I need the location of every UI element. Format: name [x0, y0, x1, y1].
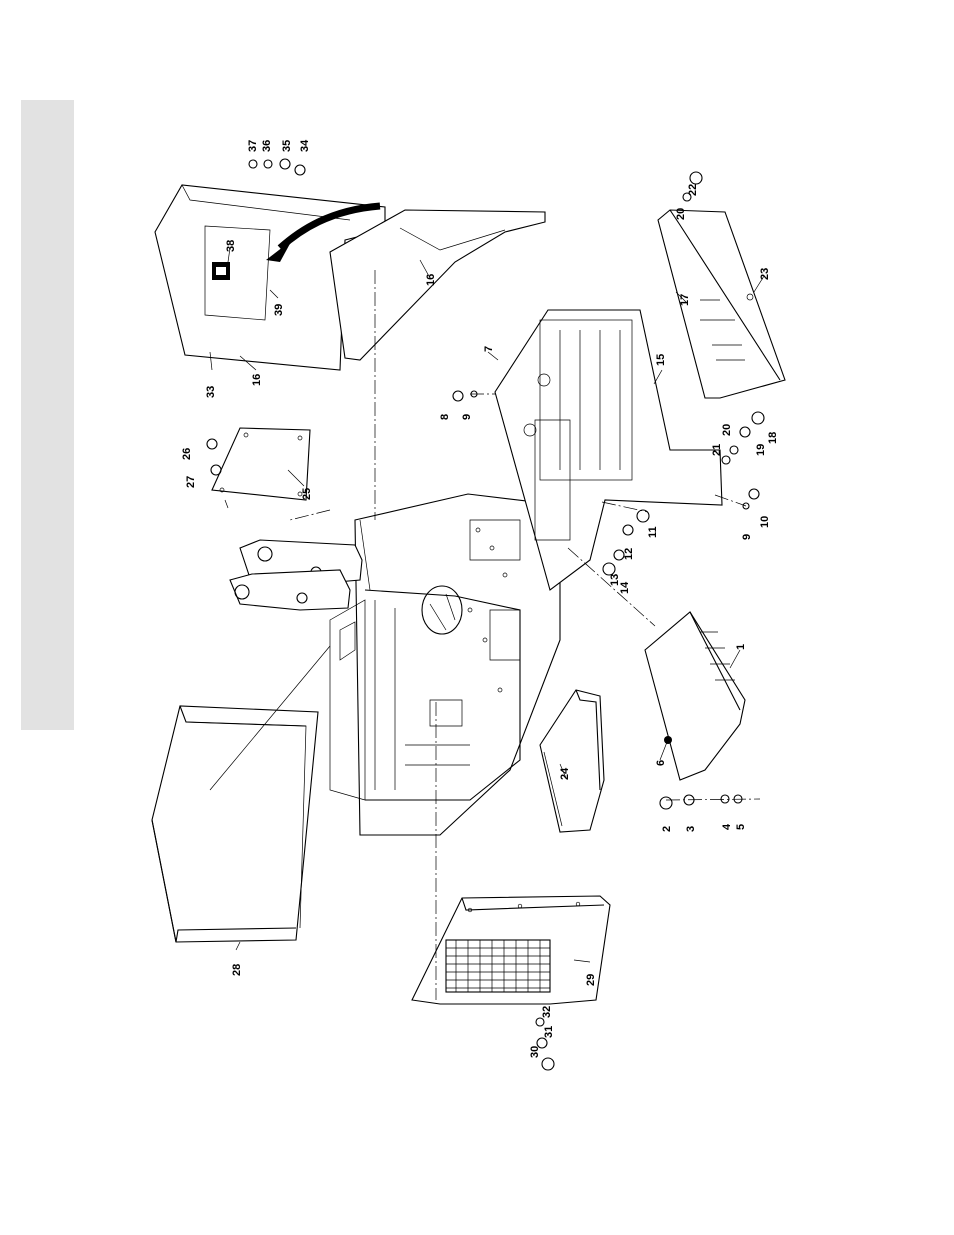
callout-25: 25	[301, 488, 313, 500]
callout-39: 39	[273, 304, 285, 316]
callout-2: 2	[661, 826, 673, 832]
callout-17: 17	[679, 294, 691, 306]
callout-35: 35	[281, 140, 293, 152]
callout-21: 21	[711, 444, 723, 456]
callout-27: 27	[185, 476, 197, 488]
part-17-side-box	[658, 210, 785, 398]
callout-33: 33	[205, 386, 217, 398]
callout-12: 12	[623, 548, 635, 560]
callout-32: 32	[541, 1006, 553, 1018]
lift-arms	[230, 540, 362, 610]
callout-20b: 20	[675, 208, 687, 220]
callout-8: 8	[439, 414, 451, 420]
callout-9b: 9	[741, 534, 753, 540]
part-28-shroud-panel	[152, 646, 330, 942]
callout-6: 6	[655, 760, 667, 766]
callout-24: 24	[559, 767, 571, 780]
callout-30: 30	[529, 1046, 541, 1058]
callout-28: 28	[231, 964, 243, 976]
callout-11: 11	[647, 526, 659, 538]
callout-37: 37	[247, 140, 259, 152]
callout-36: 36	[261, 140, 273, 152]
callout-20a: 20	[721, 424, 733, 436]
part-25-plate	[212, 428, 310, 500]
callout-19: 19	[755, 444, 767, 456]
callout-15: 15	[655, 354, 667, 366]
main-frame-chassis	[330, 494, 560, 835]
callout-1: 1	[735, 644, 747, 650]
part-1-battery-box	[645, 612, 745, 780]
callout-31: 31	[543, 1026, 555, 1038]
callout-34: 34	[299, 139, 311, 152]
part-29-grille-panel	[412, 896, 610, 1004]
callout-10: 10	[759, 516, 771, 528]
callout-9a: 9	[461, 414, 473, 420]
callout-18: 18	[767, 432, 779, 444]
callout-5: 5	[735, 824, 747, 830]
callout-4: 4	[721, 823, 733, 830]
part-24-tray	[540, 690, 604, 832]
callout-16b: 16	[425, 274, 437, 286]
callout-7: 7	[483, 346, 495, 352]
callout-16a: 16	[251, 374, 263, 386]
callout-14: 14	[619, 581, 631, 594]
callout-22: 22	[687, 184, 699, 196]
callout-29: 29	[585, 974, 597, 986]
callout-23: 23	[759, 268, 771, 280]
callout-38: 38	[225, 240, 237, 252]
callout-3: 3	[685, 826, 697, 832]
callout-26: 26	[181, 448, 193, 460]
